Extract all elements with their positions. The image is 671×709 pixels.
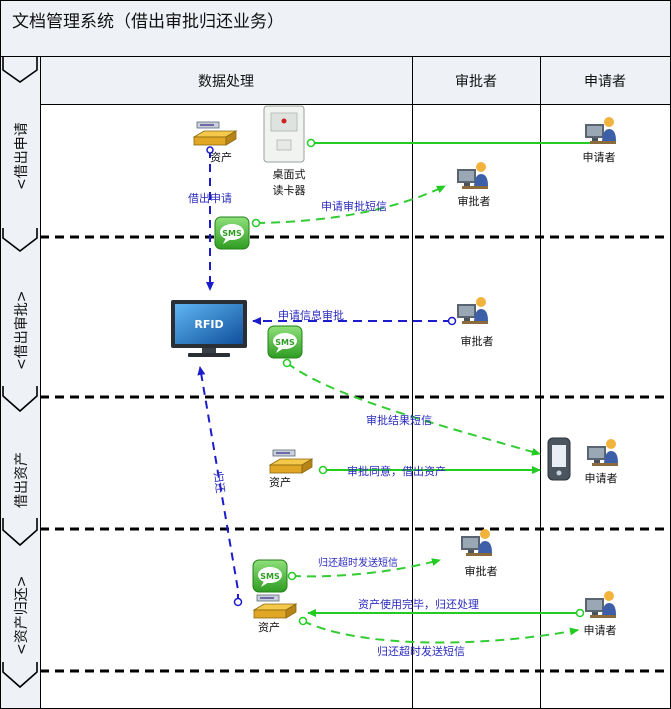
sms-icon-text: SMS <box>260 572 280 581</box>
lane-label-borrow-apply: <借出申请 <box>14 122 30 190</box>
mobile-phone-icon <box>547 437 571 481</box>
lane-label-column <box>1 57 40 708</box>
edge-start-dot <box>233 597 243 607</box>
node-label-applicant-3: 申请者 <box>584 624 617 637</box>
edge-label-overdue-sms-top: 归还超时发送短信 <box>318 556 398 569</box>
edge-label-overdue-sms-bottom: 归还超时发送短信 <box>377 644 465 658</box>
node-label-applicant-1: 申请者 <box>583 151 616 164</box>
edge-label-approval-sms: 申请审批短信 <box>321 199 387 213</box>
sms-icon-text: SMS <box>222 229 242 238</box>
edge-label-result-sms: 审批结果短信 <box>366 413 432 427</box>
column-header-processing: 数据处理 <box>198 74 254 90</box>
lane-label-asset-return: <资产归还> <box>13 576 30 655</box>
edge-start-dot <box>206 146 214 154</box>
diagram-title: 文档管理系统（借出审批归还业务） <box>12 12 284 32</box>
edge-sms-approver-return <box>291 558 441 578</box>
edge-label-finish-return: 资产使用完毕，归还处理 <box>358 597 479 611</box>
lane-label-borrow-asset: 借出资产 <box>14 452 30 508</box>
title-bar <box>1 1 670 56</box>
node-label-asset-3: 资产 <box>258 620 280 634</box>
edge-label-return: 归还 <box>211 470 228 494</box>
lane-chevrons <box>2 57 38 689</box>
column-header-approver: 审批者 <box>455 74 497 90</box>
edge-start-dot <box>318 465 328 475</box>
edge-start-dot <box>251 218 261 228</box>
node-label-approver-3: 审批者 <box>465 564 498 578</box>
node-label-applicant-2: 申请者 <box>585 472 618 485</box>
node-label-asset-2: 资产 <box>269 475 291 489</box>
edge-label-borrow-apply: 借出申请 <box>188 191 232 205</box>
node-label-reader-2: 读卡器 <box>273 183 306 197</box>
node-label-asset-1: 资产 <box>210 150 232 164</box>
edge-sms-phone <box>286 362 541 456</box>
rfid-screen-text: RFID <box>194 318 223 331</box>
edge-label-approve-lend: 审批同意，借出资产 <box>347 464 446 478</box>
sms-icon-text: SMS <box>275 338 295 347</box>
edge-start-dot <box>298 616 308 626</box>
rfid-monitor-icon <box>171 300 247 357</box>
node-label-approver-2: 审批者 <box>461 334 494 348</box>
column-header-applicant: 申请者 <box>584 74 626 90</box>
node-label-reader-1: 桌面式 <box>273 168 306 181</box>
edge-start-dot <box>447 316 457 326</box>
node-label-approver-1: 审批者 <box>458 194 491 208</box>
edge-asset-applicant-sms <box>302 620 579 644</box>
edge-start-dot <box>575 608 585 618</box>
card-reader-icon <box>263 105 305 163</box>
column-header-band <box>40 57 670 104</box>
lane-label-borrow-approve: <借出审批> <box>14 291 30 370</box>
edge-start-dot <box>306 138 316 148</box>
edge-sms-approver <box>255 185 446 224</box>
edge-label-info-review: 申请信息审批 <box>278 308 344 322</box>
edge-start-dot <box>287 571 297 581</box>
edge-start-dot <box>282 358 292 368</box>
